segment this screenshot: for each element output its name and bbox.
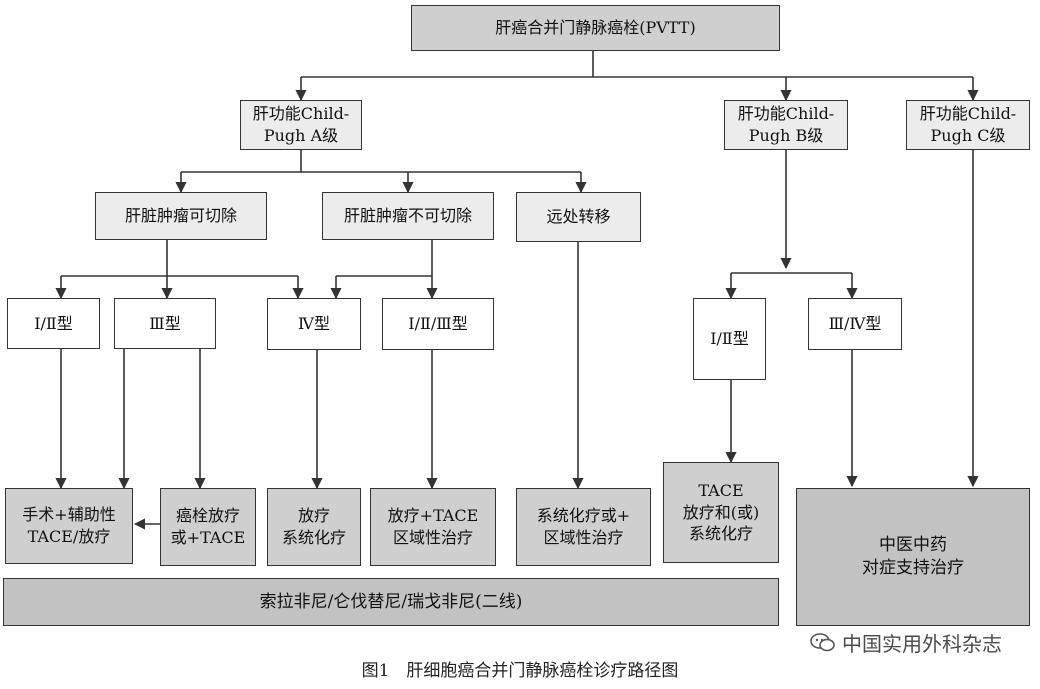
- u-type-4-node: Ⅳ型: [267, 298, 361, 350]
- unresectable-node: 肝脏肿瘤不可切除: [322, 192, 494, 240]
- watermark: 中国实用外科杂志: [810, 628, 1002, 657]
- a-type-3-node: Ⅲ型: [114, 298, 216, 349]
- child-pugh-a-node: 肝功能Child- Pugh A级: [240, 100, 362, 150]
- treatment-tcm-node: 中医中药 对症支持治疗: [796, 488, 1030, 626]
- root-node: 肝癌合并门静脉癌栓(PVTT): [411, 5, 780, 51]
- treatment-systemic-chemo-node: 系统化疗或+ 区域性治疗: [516, 488, 651, 566]
- a-type-1-2-node: Ⅰ/Ⅱ型: [7, 298, 100, 349]
- watermark-text: 中国实用外科杂志: [842, 632, 1002, 656]
- treatment-surgery-node: 手术+辅助性 TACE/放疗: [5, 488, 133, 564]
- wechat-icon: [810, 632, 835, 651]
- child-pugh-b-node: 肝功能Child- Pugh B级: [724, 100, 848, 150]
- second-line-therapy-bar: 索拉非尼/仑伐替尼/瑞戈非尼(二线): [3, 578, 779, 626]
- treatment-radiotherapy-chemo-node: 放疗 系统化疗: [267, 488, 361, 566]
- b-type-1-2-node: Ⅰ/Ⅱ型: [693, 298, 766, 380]
- resectable-node: 肝脏肿瘤可切除: [95, 192, 267, 240]
- treatment-radiotherapy-tace-node: 放疗+TACE 区域性治疗: [370, 488, 496, 566]
- child-pugh-c-node: 肝功能Child- Pugh C级: [906, 100, 1030, 150]
- b-type-3-4-node: Ⅲ/Ⅳ型: [808, 298, 902, 350]
- figure-caption: 图1 肝细胞癌合并门静脉癌栓诊疗路径图: [361, 661, 679, 681]
- treatment-b-tace-node: TACE 放疗和(或) 系统化疗: [663, 462, 779, 563]
- distant-metastasis-node: 远处转移: [516, 192, 641, 242]
- u-type-1-3-node: Ⅰ/Ⅱ/Ⅲ型: [382, 298, 494, 350]
- treatment-thrombus-radiotherapy-node: 癌栓放疗 或+TACE: [160, 488, 256, 566]
